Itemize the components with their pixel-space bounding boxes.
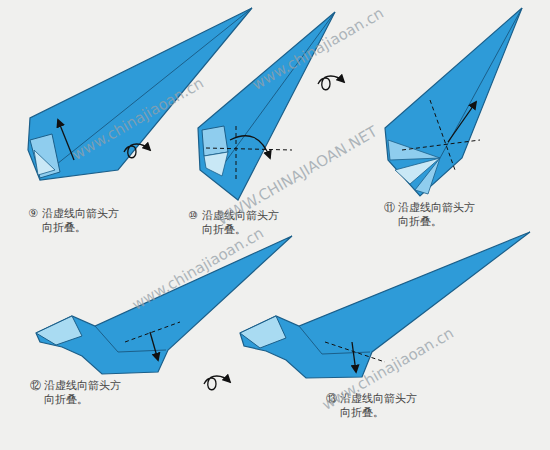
step-number: ⑨ <box>28 207 38 221</box>
watermark: www.chinajiaoan.cn <box>70 76 206 162</box>
step-number: ⑫ <box>30 379 41 393</box>
step-13-figure <box>240 232 530 378</box>
step-caption: 沿虚线向箭头方 向折叠。 <box>398 201 482 229</box>
step-9-figure <box>28 8 252 180</box>
turn-over-symbol <box>318 76 344 90</box>
step-11-figure <box>385 8 522 196</box>
step-caption: 沿虚线向箭头方 向折叠。 <box>42 207 126 235</box>
watermark: WWW.CHINAJIAOAN.NET <box>215 124 379 227</box>
watermark: www.chinajiaoan.cn <box>130 226 266 312</box>
step-number: ⑩ <box>188 209 198 223</box>
step-12-figure <box>36 236 292 374</box>
turn-over-symbol <box>204 376 230 390</box>
step-number: ⑪ <box>384 201 395 215</box>
turn-over-symbol <box>124 144 150 158</box>
step-caption: 沿虚线向箭头方 向折叠。 <box>44 379 128 407</box>
watermark: www.chinajiaoan.cn <box>250 6 386 92</box>
